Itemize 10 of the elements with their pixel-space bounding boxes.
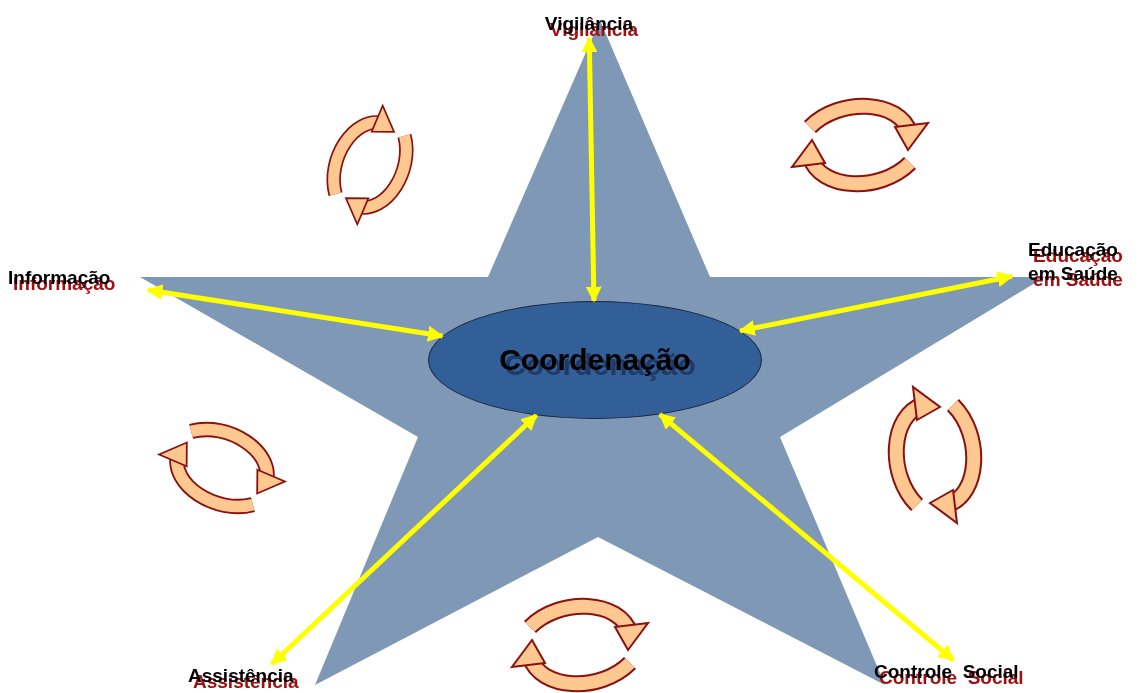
double-arrow <box>738 271 1014 336</box>
point-label: Assistência <box>188 664 295 688</box>
double-arrow <box>270 413 538 666</box>
point-label: Educação em Saúde <box>1027 238 1119 286</box>
point-label: Vigilância <box>543 12 635 36</box>
double-arrow <box>146 284 444 342</box>
double-arrow <box>658 412 956 662</box>
point-label: Controle Social <box>874 660 1020 684</box>
point-label: Informação <box>8 266 112 290</box>
double-arrow <box>581 36 602 303</box>
